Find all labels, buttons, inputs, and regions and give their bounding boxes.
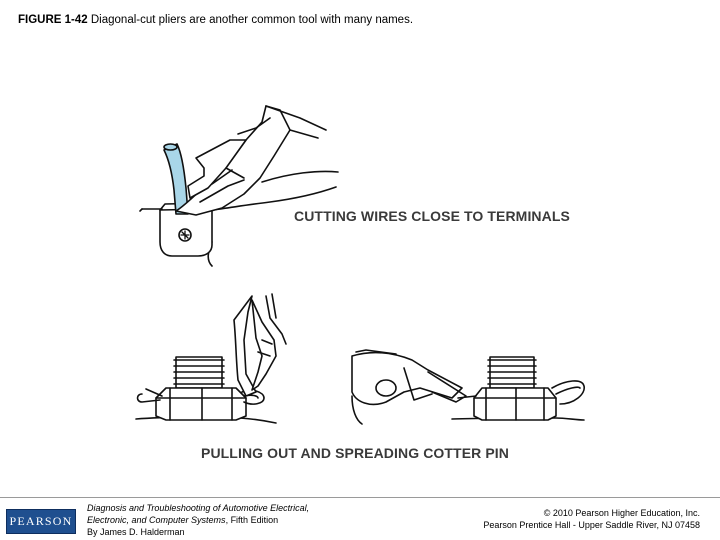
diagonal-pliers-right	[351, 349, 467, 425]
castle-nut-right	[473, 387, 557, 421]
pearson-logo: PEARSON	[6, 509, 76, 534]
figure-caption-text: Diagonal-cut pliers are another common t…	[90, 14, 414, 26]
diagonal-pliers-top	[175, 105, 327, 216]
label-cutting-wires: CUTTING WIRES CLOSE TO TERMINALS	[294, 208, 570, 224]
copyright-line1: © 2010 Pearson Higher Education, Inc.	[543, 508, 700, 518]
book-title-line1: Diagnosis and Troubleshooting of Automot…	[87, 503, 310, 513]
threaded-bolt-left	[173, 356, 225, 389]
insulated-wire	[163, 143, 189, 215]
pliers-illustration	[135, 105, 585, 425]
diagonal-pliers-left	[233, 293, 287, 397]
figure-number: FIGURE 1-42	[18, 14, 88, 26]
threaded-bolt-right	[487, 356, 537, 389]
book-author: By James D. Halderman	[87, 527, 185, 537]
pearson-logo-text: PEARSON	[9, 514, 73, 528]
book-title-line2: Electronic, and Computer Systems	[87, 515, 226, 525]
cotter-pin-right	[457, 380, 585, 405]
castle-nut-left	[155, 387, 247, 421]
footer-divider	[0, 497, 720, 498]
copyright-notice: © 2010 Pearson Higher Education, Inc. Pe…	[483, 507, 700, 531]
book-credit: Diagnosis and Troubleshooting of Automot…	[87, 502, 309, 538]
figure-caption: FIGURE 1-42 Diagonal-cut pliers are anot…	[18, 14, 413, 26]
label-pulling-cotter-pin: PULLING OUT AND SPREADING COTTER PIN	[201, 445, 509, 461]
book-edition: , Fifth Edition	[225, 515, 279, 525]
copyright-line2: Pearson Prentice Hall - Upper Saddle Riv…	[483, 520, 700, 530]
book-title-line2-row: Electronic, and Computer Systems, Fifth …	[87, 514, 309, 526]
ring-terminal	[159, 202, 215, 257]
